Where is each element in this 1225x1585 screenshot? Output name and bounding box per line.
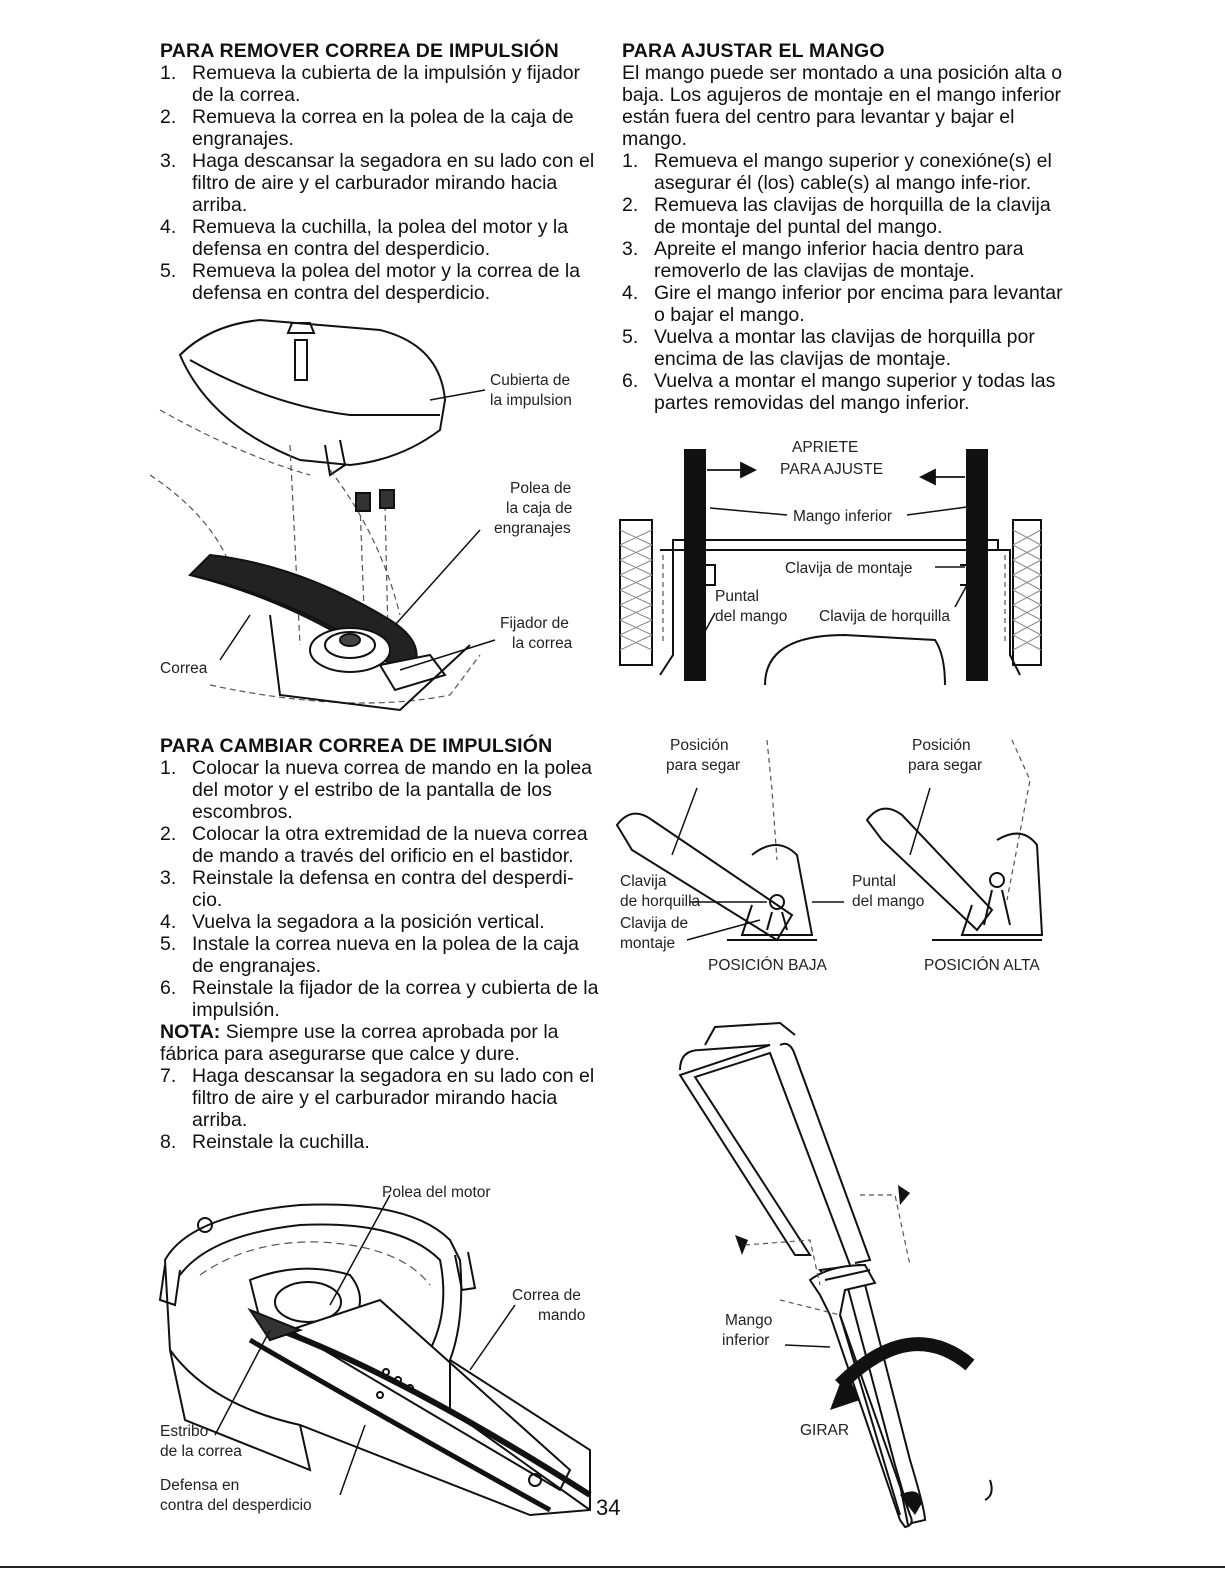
list-item: 6.Vuelva a montar el mango superior y to…	[622, 370, 1056, 414]
remove-section: PARA REMOVER CORREA DE IMPULSIÓN 1.Remue…	[160, 40, 600, 304]
list-item: 4.Vuelva la segadora a la posición verti…	[160, 911, 545, 933]
list-item: 4.Gire el mango inferior por encima para…	[622, 282, 1063, 326]
label-belt-2: mando	[538, 1307, 585, 1324]
label-cover-1: Cubierta de	[490, 372, 570, 389]
list-item: 5.Remueva la polea del motor y la correa…	[160, 260, 581, 304]
label-squeeze-1: APRIETE	[792, 439, 858, 456]
cut-pos-high-1: Posición	[912, 737, 971, 754]
cut-pos-low-2: para segar	[666, 757, 740, 774]
note-text: Siempre use la correa aprobada por la fá…	[160, 1021, 559, 1065]
label-mount-1: Clavija de	[620, 915, 688, 932]
bottom-rule	[0, 1566, 1225, 1568]
label-belt: Correa	[160, 660, 208, 677]
label-shield-1: Defensa en	[160, 1477, 239, 1494]
remove-section-title: PARA REMOVER CORREA DE IMPULSIÓN	[160, 40, 559, 62]
caption-low: POSICIÓN BAJA	[708, 957, 828, 974]
label-hairpin-2: de horquilla	[620, 893, 701, 910]
belt-change-figure: Polea del motor Correa de mando Estribo …	[158, 1184, 592, 1517]
label-pulley-2: la caja de	[506, 500, 572, 517]
label-mount-pin: Clavija de montaje	[785, 560, 913, 577]
positions-figure: Posición para segar Posición para segar …	[615, 737, 1044, 974]
label-hairpin-1: Clavija	[620, 873, 667, 890]
list-item: 5.Instale la correa nueva en la polea de…	[160, 933, 580, 977]
change-steps-after: 7.Haga descansar la segadora en su lado …	[160, 1065, 600, 1153]
rotate-figure: Mango inferior GIRAR	[678, 1021, 993, 1529]
list-item: 1.Remueva la cubierta de la impulsión y …	[160, 62, 581, 106]
squeeze-figure: APRIETE PARA AJUSTE Mango inferior Clavi…	[619, 439, 1042, 686]
label-cover-2: la impulsion	[490, 392, 572, 409]
handle-section: PARA AJUSTAR EL MANGO El mango puede ser…	[622, 40, 1072, 414]
label-squeeze-2: PARA AJUSTE	[780, 461, 883, 478]
cut-pos-high-2: para segar	[908, 757, 982, 774]
label-strut-1: Puntal	[715, 588, 759, 605]
change-section-title: PARA CAMBIAR CORREA DE IMPULSIÓN	[160, 735, 553, 757]
list-item: 8.Reinstale la cuchilla.	[160, 1131, 370, 1153]
label-belt-1: Correa de	[512, 1287, 581, 1304]
list-item: 7.Haga descansar la segadora en su lado …	[160, 1065, 595, 1131]
label-fixer-2: la correa	[512, 635, 573, 652]
label-shield-2: contra del desperdicio	[160, 1497, 312, 1514]
list-item: 2.Remueva las clavijas de horquilla de l…	[622, 194, 1051, 238]
belt-removal-figure: Cubierta de la impulsion Polea de la caj…	[150, 318, 573, 712]
label-lower-handle: Mango inferior	[793, 508, 892, 525]
list-item: 2.Colocar la otra extremidad de la nueva…	[160, 823, 588, 867]
label-strut-1: Puntal	[852, 873, 896, 890]
caption-high: POSICIÓN ALTA	[924, 957, 1040, 974]
label-mount-2: montaje	[620, 935, 675, 952]
change-section: PARA CAMBIAR CORREA DE IMPULSIÓN 1.Coloc…	[160, 735, 600, 1153]
handle-intro: El mango puede ser montado a una posició…	[622, 62, 1063, 150]
page-number: 34	[596, 1495, 621, 1520]
label-rotate: GIRAR	[800, 1422, 849, 1439]
label-fixer-1: Fijador de	[500, 615, 569, 632]
list-item: 2.Remueva la correa en la polea de la ca…	[160, 106, 574, 150]
label-lower-1: Mango	[725, 1312, 772, 1329]
label-stirrup-1: Estribo	[160, 1423, 208, 1440]
list-item: 3.Haga descansar la segadora en su lado …	[160, 150, 595, 216]
label-strut-2: del mango	[852, 893, 924, 910]
handle-section-title: PARA AJUSTAR EL MANGO	[622, 40, 885, 62]
change-steps: 1.Colocar la nueva correa de mando en la…	[160, 757, 600, 1021]
list-item: 1.Colocar la nueva correa de mando en la…	[160, 757, 593, 823]
list-item: 3.Apreite el mango inferior hacia dentro…	[622, 238, 1024, 282]
cut-pos-low-1: Posición	[670, 737, 729, 754]
list-item: 5.Vuelva a montar las clavijas de horqui…	[622, 326, 1035, 370]
list-item: 4.Remueva la cuchilla, la polea del moto…	[160, 216, 569, 260]
label-hairpin: Clavija de horquilla	[819, 608, 950, 625]
list-item: 6.Reinstale la fijador de la correa y cu…	[160, 977, 599, 1021]
label-pulley-1: Polea de	[510, 480, 571, 497]
label-stirrup-2: de la correa	[160, 1443, 242, 1460]
remove-steps: 1.Remueva la cubierta de la impulsión y …	[160, 62, 600, 304]
label-lower-2: inferior	[722, 1332, 769, 1349]
list-item: 3.Reinstale la defensa en contra del des…	[160, 867, 574, 911]
handle-steps: 1.Remueva el mango superior y conexióne(…	[622, 150, 1072, 414]
note: NOTA: Siempre use la correa aprobada por…	[160, 1021, 600, 1065]
label-pulley-3: engranajes	[494, 520, 571, 537]
note-label: NOTA:	[160, 1021, 221, 1043]
label-motor-pulley: Polea del motor	[382, 1184, 491, 1201]
label-strut-2: del mango	[715, 608, 787, 625]
list-item: 1.Remueva el mango superior y conexióne(…	[622, 150, 1052, 194]
